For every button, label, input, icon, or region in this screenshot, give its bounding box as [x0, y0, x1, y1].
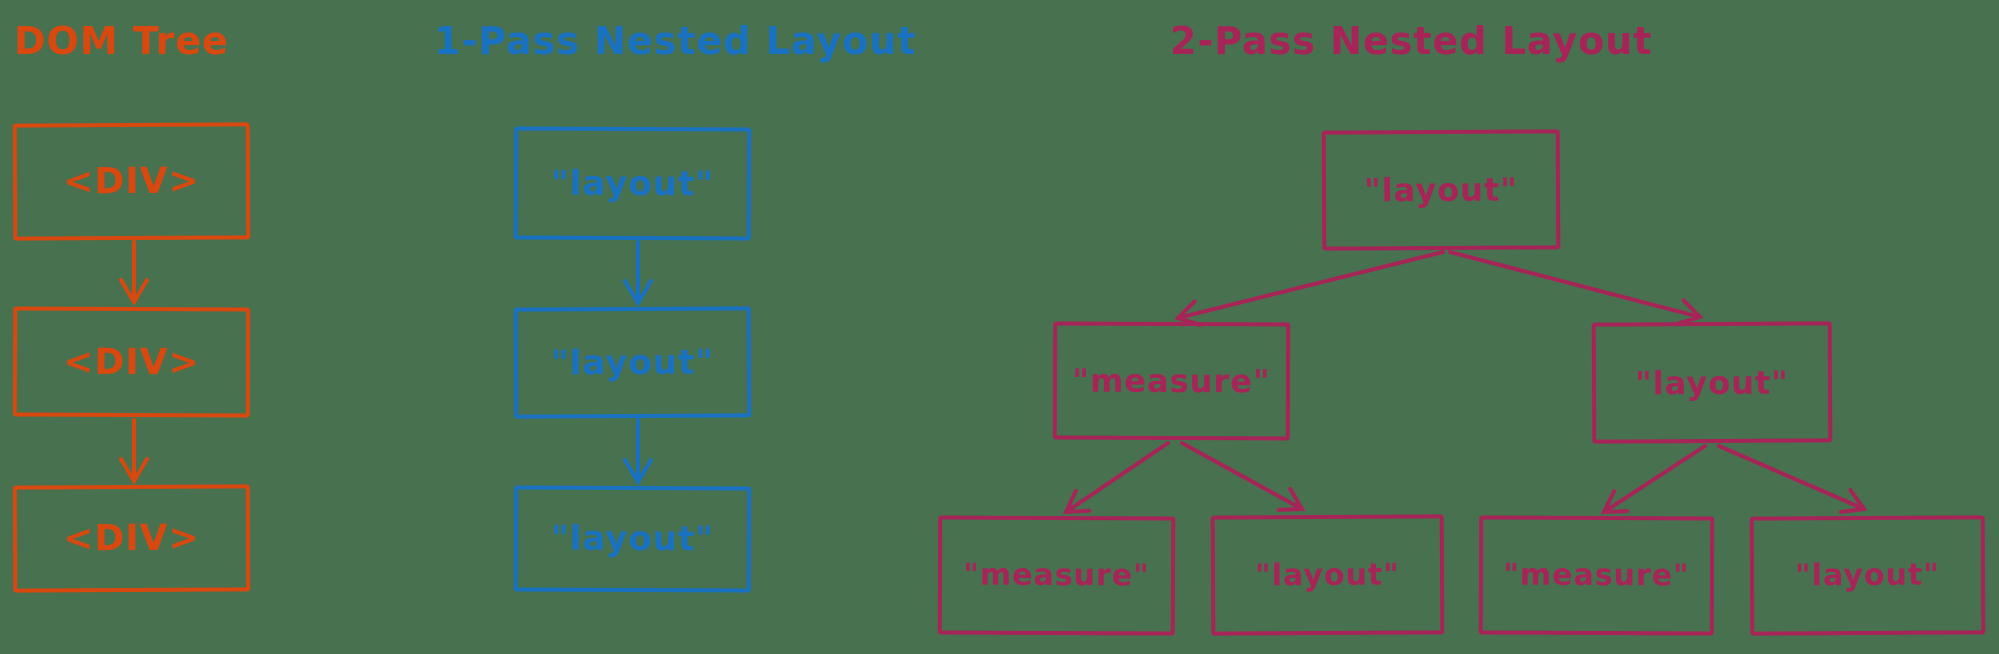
twopass-leaf-layout-1-label: "layout": [1255, 557, 1400, 593]
arrow-2pass-measure-leaf1: [1062, 441, 1170, 515]
onepass-node-3: "layout": [513, 485, 752, 593]
dom-node-3: <DIV>: [12, 484, 251, 593]
twopass-leaf-measure-1: "measure": [937, 515, 1176, 636]
twopass-measure-parent-label: "measure": [1072, 361, 1271, 401]
title-dom-tree: DOM Tree: [14, 19, 229, 63]
onepass-node-1-label: "layout": [550, 163, 715, 204]
dom-node-2: <DIV>: [12, 306, 251, 418]
arrow-2pass-root-measure: [1174, 250, 1445, 327]
twopass-layout-parent-node: "layout": [1591, 321, 1833, 444]
twopass-measure-parent-node: "measure": [1052, 321, 1291, 441]
dom-node-3-label: <DIV>: [63, 517, 200, 560]
twopass-leaf-measure-2-label: "measure": [1503, 557, 1690, 594]
onepass-node-3-label: "layout": [550, 518, 715, 560]
dom-node-2-label: <DIV>: [63, 341, 200, 383]
onepass-node-1: "layout": [513, 126, 752, 241]
onepass-node-2-label: "layout": [550, 342, 715, 383]
title-1-pass-nested-layout: 1-Pass Nested Layout: [434, 19, 917, 63]
title-2-pass-nested-layout: 2-Pass Nested Layout: [1170, 19, 1653, 63]
onepass-node-2: "layout": [513, 306, 752, 419]
arrow-2pass-layout-leaf3: [1600, 444, 1707, 515]
twopass-leaf-layout-2: "layout": [1749, 515, 1986, 636]
arrow-2pass-layout-leaf4: [1717, 444, 1868, 515]
twopass-layout-parent-label: "layout": [1634, 363, 1790, 402]
twopass-leaf-measure-2: "measure": [1478, 515, 1715, 636]
arrow-2pass-measure-leaf2: [1180, 441, 1306, 512]
twopass-leaf-layout-2-label: "layout": [1795, 557, 1940, 594]
twopass-root-node: "layout": [1321, 129, 1561, 251]
twopass-leaf-layout-1: "layout": [1210, 514, 1445, 636]
arrow-2pass-root-layout: [1448, 250, 1704, 326]
twopass-leaf-measure-1-label: "measure": [963, 557, 1150, 594]
dom-node-1: <DIV>: [12, 122, 251, 241]
dom-node-1-label: <DIV>: [63, 160, 200, 203]
twopass-root-label: "layout": [1363, 170, 1519, 210]
